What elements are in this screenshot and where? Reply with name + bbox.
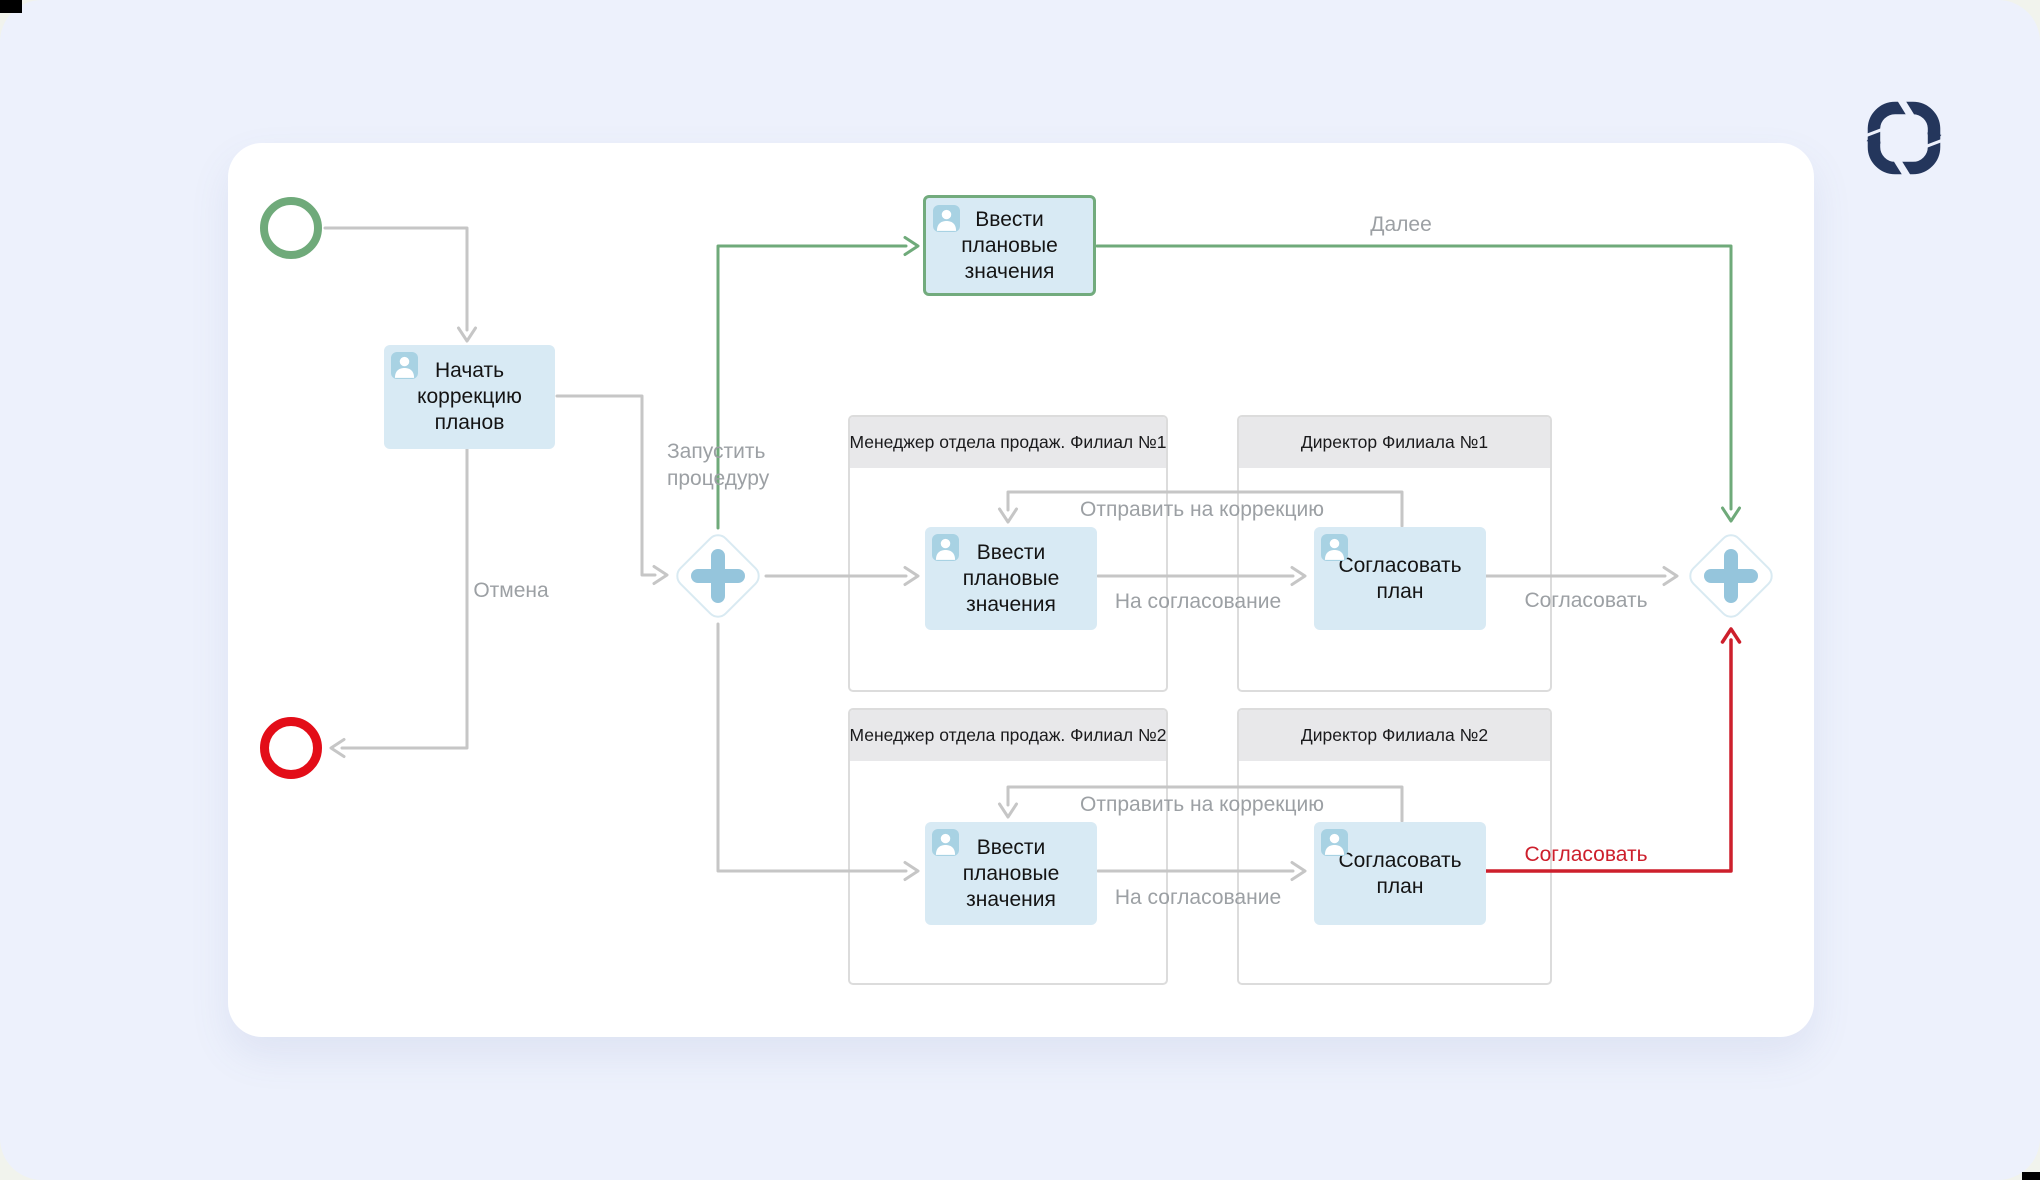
user-icon	[1321, 534, 1348, 561]
lane-header: Менеджер отдела продаж. Филиал №1	[849, 417, 1167, 468]
task-label: Ввести плановые значения	[962, 835, 1060, 911]
flow-label-to-approval-1: На согласование	[1114, 590, 1282, 613]
flow-label-approve-1: Согласовать	[1524, 589, 1648, 612]
plus-icon	[711, 549, 725, 603]
task-label: Ввести плановые значения	[961, 207, 1058, 283]
task-label: Ввести плановые значения	[962, 540, 1060, 616]
user-icon	[932, 534, 959, 561]
flow-label-send-correction-2: Отправить на коррекцию	[1080, 793, 1324, 816]
flow-label-to-approval-2: На согласование	[1114, 886, 1282, 909]
parallel-gateway-join[interactable]	[1684, 529, 1778, 623]
flow-label-send-correction-1: Отправить на коррекцию	[1080, 498, 1324, 521]
user-icon	[933, 205, 960, 232]
start-event[interactable]	[260, 197, 322, 259]
lane-header: Менеджер отдела продаж. Филиал №2	[849, 710, 1167, 761]
plus-icon	[1724, 549, 1738, 603]
task-label: Начать коррекцию планов	[417, 359, 522, 434]
task-approve-plan-1[interactable]: Согласовать план	[1314, 527, 1486, 630]
corner-mark-bottom-right	[2022, 1172, 2040, 1180]
flow-label-cancel: Отмена	[473, 579, 549, 602]
parallel-gateway-split[interactable]	[671, 529, 765, 623]
lane-header: Директор Филиала №2	[1239, 710, 1550, 761]
task-enter-planned-1[interactable]: Ввести плановые значения	[925, 527, 1097, 630]
task-enter-planned-2[interactable]: Ввести плановые значения	[925, 822, 1097, 925]
corner-mark-top-left	[0, 0, 22, 13]
brand-logo	[1865, 99, 1943, 177]
task-enter-planned-top[interactable]: Ввести плановые значения	[923, 195, 1096, 296]
user-icon	[391, 352, 418, 379]
task-label: Согласовать план	[1338, 848, 1462, 898]
task-label: Согласовать план	[1338, 553, 1462, 603]
task-start-correction[interactable]: Начать коррекцию планов	[384, 345, 555, 449]
task-approve-plan-2[interactable]: Согласовать план	[1314, 822, 1486, 925]
brand-logo-icon	[1865, 99, 1943, 177]
flow-label-approve-2: Согласовать	[1524, 843, 1648, 866]
user-icon	[1321, 829, 1348, 856]
user-icon	[932, 829, 959, 856]
end-event-cancel[interactable]	[260, 717, 322, 779]
lane-header: Директор Филиала №1	[1239, 417, 1550, 468]
flow-label-start-procedure: Запустить процедуру	[667, 440, 770, 490]
flow-label-next: Далее	[1370, 213, 1432, 236]
